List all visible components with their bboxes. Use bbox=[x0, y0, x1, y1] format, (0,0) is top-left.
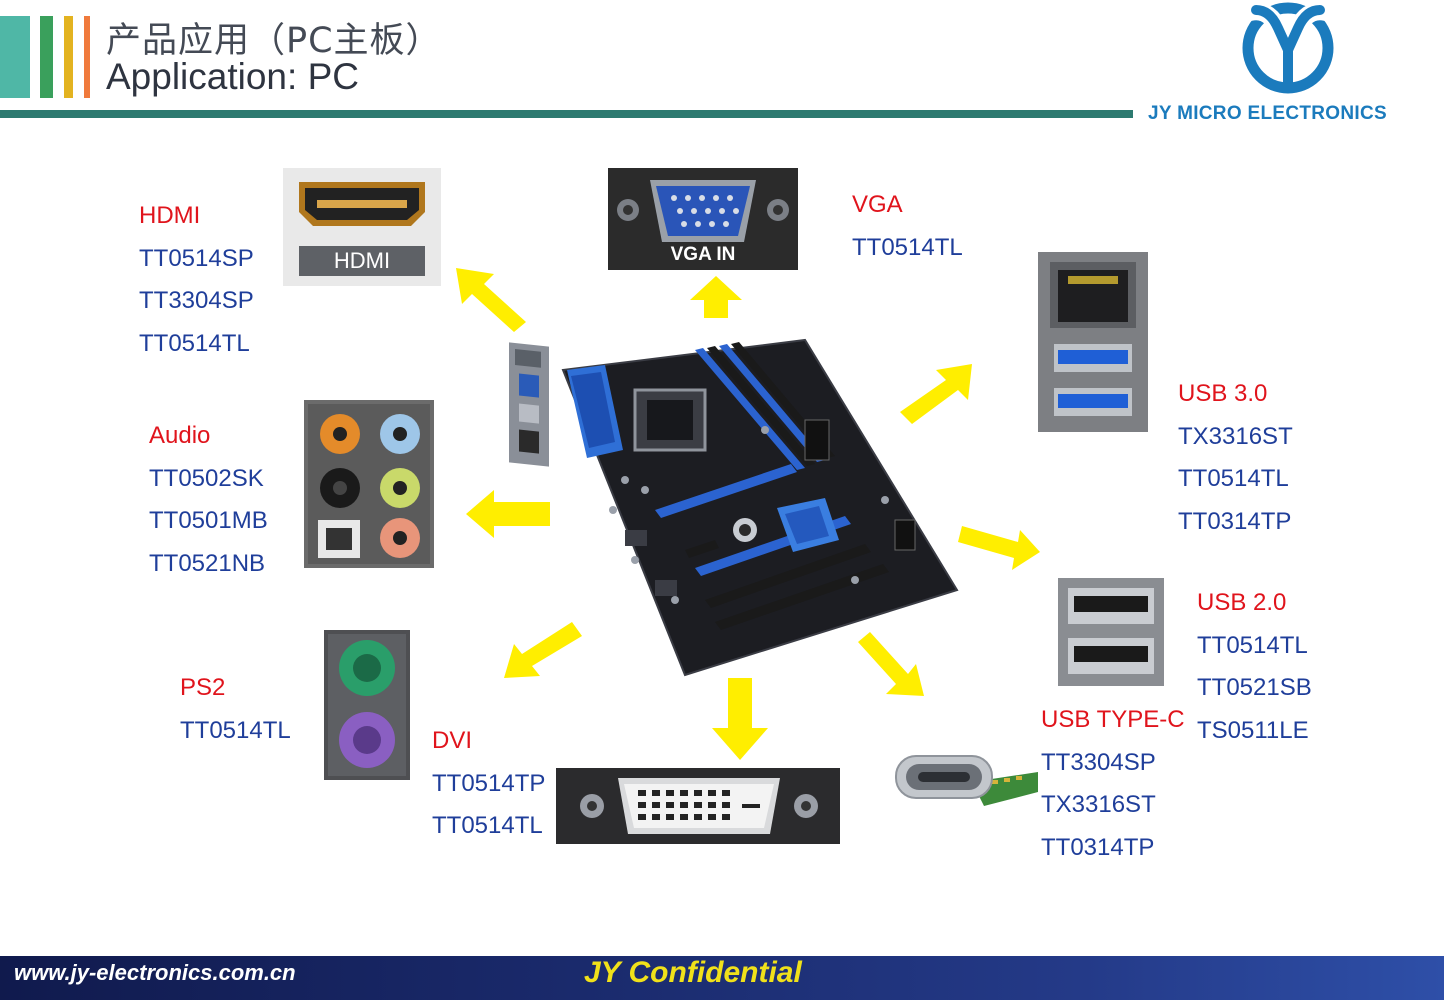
dvi-part-2: TT0514TL bbox=[432, 812, 543, 840]
arrow-to-usb3-icon bbox=[900, 364, 972, 424]
usbc-part-1: TT3304SP bbox=[1041, 748, 1156, 776]
usb3-label: USB 3.0 bbox=[1178, 380, 1268, 407]
usb2-part-1: TT0514TL bbox=[1197, 631, 1308, 659]
hdmi-port-label: HDMI bbox=[333, 248, 391, 273]
audio-label: Audio bbox=[149, 422, 211, 449]
arrow-to-usbc-icon bbox=[858, 632, 924, 696]
ps2-part-1: TT0514TL bbox=[180, 716, 291, 744]
footer-confidential: JY Confidential bbox=[584, 956, 802, 989]
arrow-to-hdmi-icon bbox=[456, 268, 526, 332]
arrow-to-dvi-icon bbox=[712, 678, 768, 760]
dvi-group: DVI TT0514TP TT0514TL bbox=[432, 720, 545, 848]
motherboard-image bbox=[509, 338, 959, 677]
hdmi-port-image: HDMI bbox=[283, 168, 441, 286]
dvi-connector-icon bbox=[580, 778, 818, 834]
header-stripe-2 bbox=[40, 16, 53, 98]
vga-part-1: TT0514TL bbox=[852, 233, 963, 261]
jy-logo-icon bbox=[1241, 2, 1335, 94]
usb3-rj45-connector-icon bbox=[1050, 262, 1136, 416]
hdmi-part-1: TT0514SP bbox=[139, 244, 254, 272]
usbc-part-3: TT0314TP bbox=[1041, 833, 1155, 861]
usb2-label: USB 2.0 bbox=[1197, 589, 1287, 616]
header-stripe-1 bbox=[0, 16, 30, 98]
usb2-part-2: TT0521SB bbox=[1197, 674, 1312, 702]
hdmi-connector-icon bbox=[299, 182, 425, 276]
usbc-part-2: TX3316ST bbox=[1041, 791, 1156, 819]
usbc-group: USB TYPE-C TT3304SP TX3316ST TT0314TP bbox=[1041, 699, 1185, 869]
dvi-label: DVI bbox=[432, 727, 473, 754]
audio-port-image bbox=[304, 400, 434, 568]
audio-part-1: TT0502SK bbox=[149, 464, 264, 492]
header-stripe-4 bbox=[84, 16, 90, 98]
audio-jacks-icon bbox=[308, 404, 430, 564]
header-rule bbox=[0, 110, 1133, 118]
arrow-to-vga-icon bbox=[690, 276, 742, 318]
usb2-port-image bbox=[1058, 578, 1164, 686]
header-stripe-3 bbox=[64, 16, 73, 98]
arrow-to-ps2-icon bbox=[504, 622, 582, 678]
usb3-part-3: TT0314TP bbox=[1178, 507, 1292, 535]
audio-part-3: TT0521NB bbox=[149, 549, 266, 577]
usb3-port-image bbox=[1038, 252, 1148, 432]
vga-connector-icon bbox=[617, 180, 789, 242]
usbc-connector-image bbox=[895, 755, 1038, 806]
audio-part-2: TT0501MB bbox=[149, 507, 268, 535]
usb3-part-2: TT0514TL bbox=[1178, 465, 1289, 493]
hdmi-label: HDMI bbox=[139, 202, 201, 229]
usb2-group: USB 2.0 TT0514TL TT0521SB TS0511LE bbox=[1197, 582, 1312, 752]
ps2-connector-icon bbox=[328, 634, 406, 776]
ps2-port-image bbox=[324, 630, 410, 780]
dvi-part-1: TT0514TP bbox=[432, 769, 546, 797]
usb2-connector-icon bbox=[1068, 588, 1154, 674]
vga-port-image: VGA IN bbox=[608, 168, 798, 270]
hdmi-part-2: TT3304SP bbox=[139, 287, 254, 315]
page-title-chinese: 产品应用（PC主板） bbox=[106, 21, 442, 61]
vga-label: VGA bbox=[852, 191, 903, 218]
footer-website-link[interactable]: www.jy-electronics.com.cn bbox=[14, 960, 296, 985]
hdmi-part-3: TT0514TL bbox=[139, 329, 250, 357]
audio-group: Audio TT0502SK TT0501MB TT0521NB bbox=[149, 415, 268, 585]
page-title-english: Application: PC bbox=[106, 56, 359, 97]
brand-name: JY MICRO ELECTRONICS bbox=[1148, 103, 1387, 124]
usb3-group: USB 3.0 TX3316ST TT0514TL TT0314TP bbox=[1178, 373, 1293, 543]
ps2-label: PS2 bbox=[180, 674, 226, 701]
arrow-to-audio-icon bbox=[466, 490, 550, 538]
arrow-to-usb2-icon bbox=[958, 526, 1040, 570]
footer-bar: www.jy-electronics.com.cn JY Confidentia… bbox=[0, 956, 1444, 1000]
hdmi-group: HDMI TT0514SP TT3304SP TT0514TL bbox=[139, 195, 254, 365]
usb2-part-3: TS0511LE bbox=[1197, 716, 1309, 744]
usbc-label: USB TYPE-C bbox=[1041, 706, 1185, 733]
usb3-part-1: TX3316ST bbox=[1178, 422, 1293, 450]
vga-port-label: VGA IN bbox=[670, 244, 736, 265]
ps2-group: PS2 TT0514TL bbox=[180, 667, 291, 752]
dvi-port-image bbox=[556, 768, 840, 844]
vga-group: VGA TT0514TL bbox=[852, 184, 963, 269]
